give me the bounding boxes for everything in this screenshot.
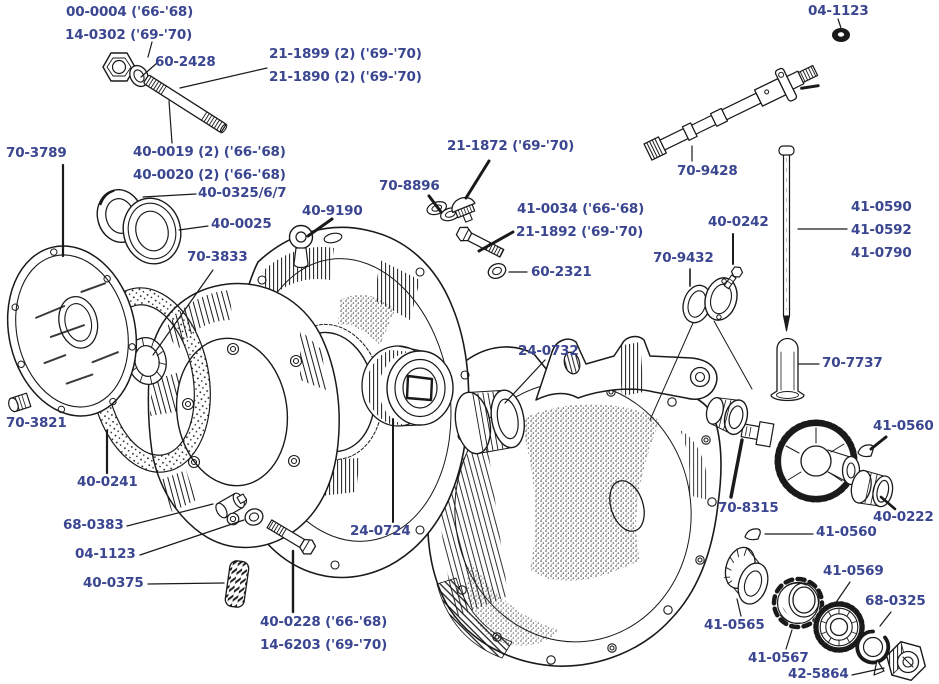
washer-04-1123-lower-drawing xyxy=(244,508,264,526)
lock-washer-68-0325-drawing xyxy=(855,629,891,676)
part-label-24-0724: 24-0724 xyxy=(350,523,411,539)
part-label-04-1123-top: 04-1123 xyxy=(808,3,869,19)
cover-screw-holes xyxy=(11,248,136,414)
part-label-40-0222: 40-0222 xyxy=(873,509,934,525)
part-label-40-0241: 40-0241 xyxy=(77,474,138,490)
part-label-04-1123-lower: 04-1123 xyxy=(75,546,136,562)
part-label-14-6203: 14-6203 ('69-'70) xyxy=(260,637,388,653)
union-68-0383-drawing xyxy=(215,492,248,526)
valve-21-1872-drawing xyxy=(451,196,476,223)
washer-60-2428-drawing xyxy=(129,64,149,88)
part-label-42-5864: 42-5864 xyxy=(788,666,849,682)
nut-42-5864-drawing xyxy=(886,641,926,681)
part-label-40-0242: 40-0242 xyxy=(708,214,769,230)
leader-lines xyxy=(61,18,897,676)
push-rod-drawing xyxy=(778,145,795,332)
part-label-40-0325-6-7: 40-0325/6/7 xyxy=(198,185,287,201)
seal-04-1123-top-drawing xyxy=(832,28,850,42)
engine-mount-bracket xyxy=(535,335,718,401)
bush-40-0222-drawing xyxy=(850,469,894,508)
part-label-68-0383: 68-0383 xyxy=(63,517,124,533)
tach-drive-70-9428-drawing xyxy=(643,64,820,161)
part-label-70-8896: 70-8896 xyxy=(379,178,440,194)
part-label-41-0034: 41-0034 ('66-'68) xyxy=(517,201,645,217)
ball-bearing-24-0724-drawing xyxy=(361,345,454,427)
part-label-70-3789: 70-3789 xyxy=(6,145,67,161)
part-label-70-8315: 70-8315 xyxy=(718,500,779,516)
part-label-70-3833: 70-3833 xyxy=(187,249,248,265)
part-label-41-0565: 41-0565 xyxy=(704,617,765,633)
part-label-60-2428: 60-2428 xyxy=(155,54,216,70)
cover-plate-drawing xyxy=(704,277,738,321)
part-label-40-0020: 40-0020 (2) ('66-'68) xyxy=(133,167,286,183)
bolt-41-0034-drawing xyxy=(455,226,505,258)
roller-bearing-24-0732-drawing xyxy=(454,389,525,455)
right-crankcase-half-drawing xyxy=(426,335,722,667)
gear-41-0567-drawing xyxy=(771,576,825,630)
camshaft-gear-drawing xyxy=(740,419,861,503)
part-label-40-0025: 40-0025 xyxy=(211,216,272,232)
banjo-40-9190-drawing xyxy=(288,224,314,269)
part-label-40-0375: 40-0375 xyxy=(83,575,144,591)
part-label-24-0732: 24-0732 xyxy=(518,343,579,359)
part-label-21-1890: 21-1890 (2) ('69-'70) xyxy=(269,69,422,85)
screw-40-0242-drawing xyxy=(723,266,744,290)
nut-00-0004-drawing xyxy=(102,52,136,82)
part-label-70-7737: 70-7737 xyxy=(822,355,883,371)
washer-60-2321-drawing xyxy=(487,262,507,280)
part-label-41-0790: 41-0790 xyxy=(851,245,912,261)
spring-40-0375-drawing xyxy=(224,560,250,608)
bush-70-8315-drawing xyxy=(705,397,749,436)
part-label-41-0567: 41-0567 xyxy=(748,650,809,666)
part-label-40-9190: 40-9190 xyxy=(302,203,363,219)
bolt-40-0228-drawing xyxy=(266,519,317,555)
part-label-21-1892: 21-1892 ('69-'70) xyxy=(516,224,644,240)
part-label-68-0325: 68-0325 xyxy=(865,593,926,609)
tube-70-7737-drawing xyxy=(770,337,805,402)
stud-40-0019-drawing xyxy=(143,74,228,134)
part-label-00-0004: 00-0004 ('66-'68) xyxy=(66,4,194,20)
part-label-70-3821: 70-3821 xyxy=(6,415,67,431)
part-label-41-0590: 41-0590 xyxy=(851,199,912,215)
part-label-60-2321: 60-2321 xyxy=(531,264,592,280)
woodruff-key-upper-drawing xyxy=(857,444,874,458)
part-label-70-9428: 70-9428 xyxy=(677,163,738,179)
part-label-70-9432: 70-9432 xyxy=(653,250,714,266)
flange-bolt-holes xyxy=(457,387,717,665)
part-label-40-0019: 40-0019 (2) ('66-'68) xyxy=(133,144,286,160)
bearing-41-0565-drawing xyxy=(724,546,769,605)
part-label-21-1872: 21-1872 ('69-'70) xyxy=(447,138,575,154)
part-label-40-0228: 40-0228 ('66-'68) xyxy=(260,614,388,630)
plug-70-3821-drawing xyxy=(8,392,32,413)
part-label-41-0560-upper: 41-0560 xyxy=(873,418,934,434)
woodruff-key-lower-drawing xyxy=(744,528,761,541)
part-label-21-1899: 21-1899 (2) ('69-'70) xyxy=(269,46,422,62)
outer-cover-70-3789-drawing xyxy=(6,245,138,417)
part-label-41-0592: 41-0592 xyxy=(851,222,912,238)
gear-41-0569-drawing xyxy=(813,601,865,653)
part-label-14-0302: 14-0302 ('69-'70) xyxy=(65,27,193,43)
part-label-41-0569: 41-0569 xyxy=(823,563,884,579)
part-label-41-0560-lower: 41-0560 xyxy=(816,524,877,540)
seal-40-0025-drawing xyxy=(122,197,182,265)
